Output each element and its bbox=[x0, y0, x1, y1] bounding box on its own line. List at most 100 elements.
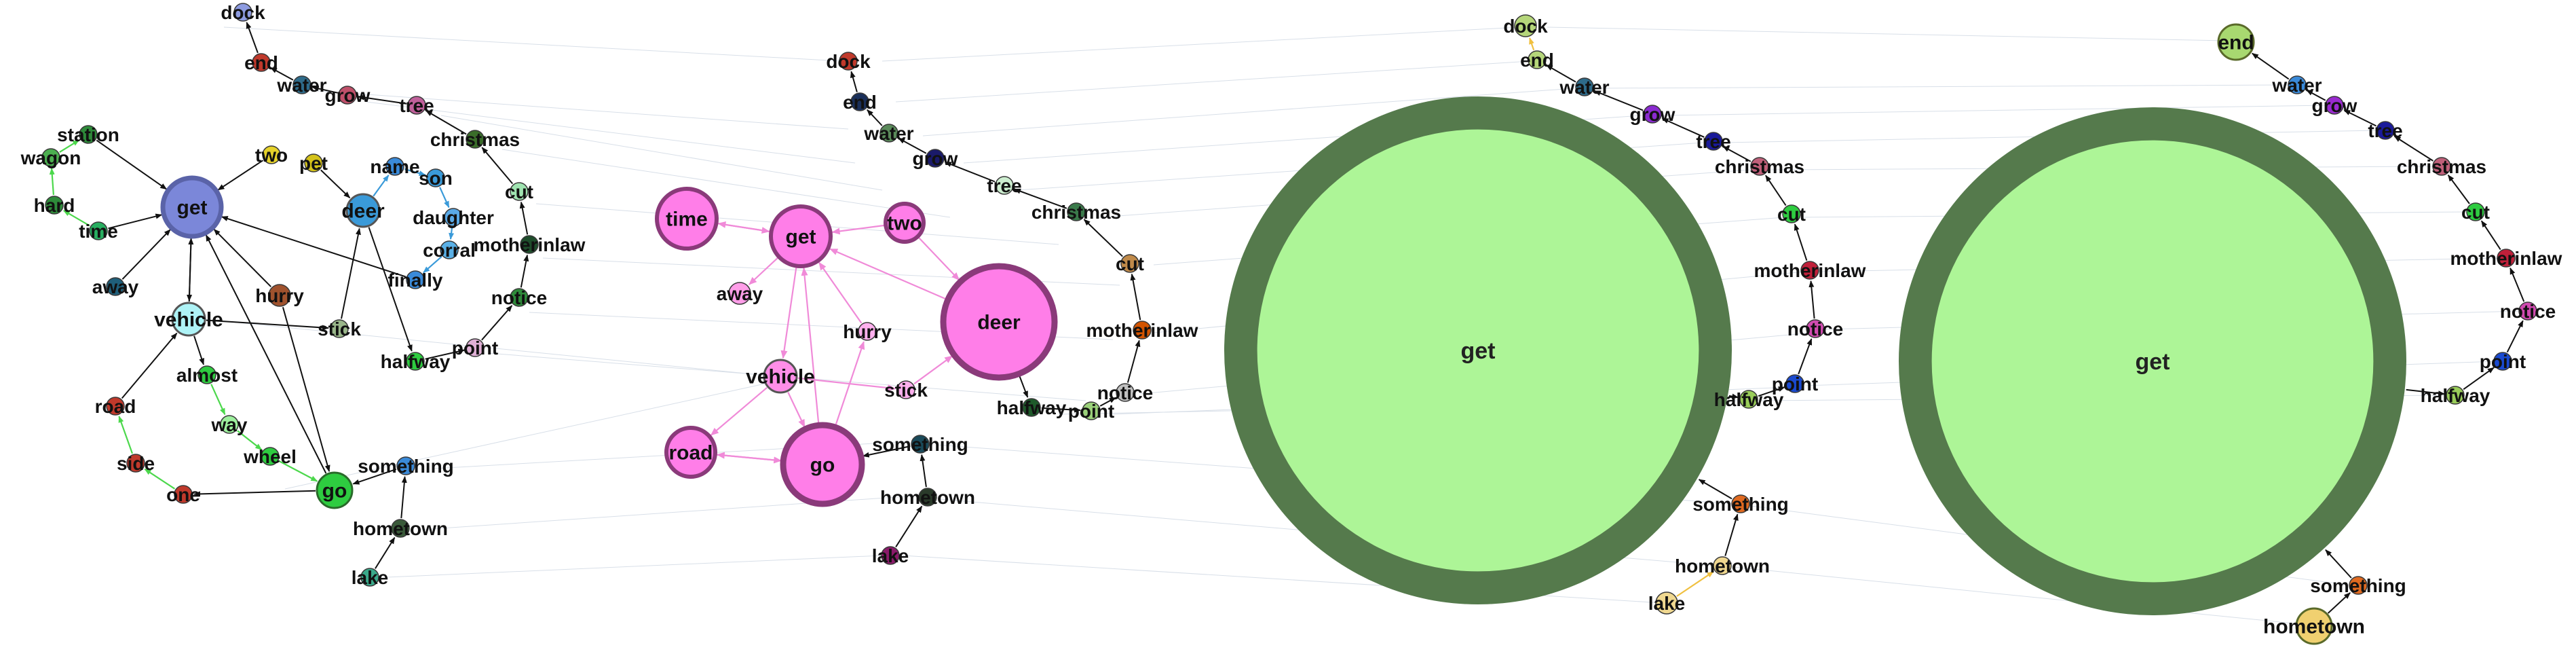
nodes bbox=[41, 3, 2537, 645]
edge-hometown-to-something bbox=[1724, 513, 1739, 556]
panel-3-node-notice bbox=[1806, 319, 1825, 338]
panel-4-label-motherinlaw: motherinlaw bbox=[2450, 248, 2562, 269]
panel-4-node-tree bbox=[2376, 121, 2395, 140]
edge-wheel-to-go bbox=[278, 460, 318, 482]
panel-3-node-tree bbox=[1704, 132, 1723, 151]
panel-2-label-grow: grow bbox=[913, 148, 958, 169]
panel-1-node-away bbox=[106, 277, 125, 296]
panel-2-label-deer: deer bbox=[977, 312, 1021, 334]
panel-1-node-water bbox=[292, 75, 311, 94]
edge-something-to-get bbox=[2325, 549, 2352, 579]
panel-1-node-wheel bbox=[261, 447, 280, 466]
panel-4-node-christmas bbox=[2432, 157, 2451, 176]
panel-1-node-end bbox=[252, 53, 271, 72]
panel-1-label-name: name bbox=[370, 156, 419, 177]
panel-2-label-road: road bbox=[668, 442, 713, 464]
panel-1-label-go: go bbox=[322, 480, 347, 503]
panel-4-label-grow: grow bbox=[2312, 95, 2357, 116]
edge-hometown-to-something bbox=[400, 475, 407, 519]
panel-1-label-dock: dock bbox=[221, 2, 265, 23]
panel-2-label-dock: dock bbox=[826, 51, 871, 72]
panel-2-node-two bbox=[884, 202, 926, 244]
panel-2-label-away: away bbox=[717, 283, 763, 304]
panel-2-label-motherinlaw: motherinlaw bbox=[1086, 320, 1198, 341]
edge-stick-to-deer bbox=[341, 227, 361, 319]
panel-4-node-something bbox=[2349, 576, 2368, 595]
background-edge bbox=[223, 26, 842, 62]
edge-tree-to-grow bbox=[2343, 109, 2376, 127]
panel-1-node-lake bbox=[360, 568, 379, 587]
panel-3-label-dock: dock bbox=[1503, 16, 1548, 37]
panel-3-label-lake: lake bbox=[1648, 593, 1686, 614]
edge-halfway-to-point bbox=[425, 348, 466, 360]
edge-one-to-side bbox=[144, 468, 176, 490]
panel-3-label-grow: grow bbox=[1630, 104, 1675, 125]
panel-1-node-road bbox=[106, 397, 125, 416]
edge-get-to-away bbox=[749, 257, 779, 285]
panel-3-label-halfway: halfway bbox=[1714, 389, 1784, 410]
panel-1-node-side bbox=[126, 454, 145, 473]
edge-hurry-to-go bbox=[282, 307, 330, 473]
panel-4-label-water: water bbox=[2271, 75, 2322, 96]
panel-2-node-tree bbox=[995, 176, 1014, 195]
panel-2-node-something bbox=[911, 435, 930, 454]
panel-2-node-christmas bbox=[1067, 202, 1086, 221]
panel-3-label-motherinlaw: motherinlaw bbox=[1754, 260, 1866, 281]
panel-1-node-station bbox=[79, 125, 98, 144]
background-edge bbox=[281, 88, 849, 130]
panel-4-node-grow bbox=[2325, 96, 2344, 115]
edge-grow-to-water bbox=[2306, 89, 2326, 101]
panel-1-node-son bbox=[426, 168, 445, 187]
panel-3-node-hometown bbox=[1713, 556, 1732, 575]
panel-1-node-almost bbox=[197, 365, 216, 384]
edge-hometown-to-something bbox=[920, 454, 927, 488]
panel-3-node-get bbox=[1224, 96, 1732, 604]
panel-1-node-vehicle bbox=[171, 302, 206, 337]
edge-cut-to-christmas bbox=[481, 147, 514, 185]
edge-go-to-get bbox=[205, 234, 327, 474]
panel-4-label-christmas: christmas bbox=[2397, 156, 2486, 177]
edges bbox=[49, 22, 2525, 614]
panel-3-label-water: water bbox=[1559, 77, 1609, 98]
panel-1-node-go bbox=[316, 471, 354, 509]
edge-point-to-notice bbox=[481, 305, 513, 341]
panel-1-label-daughter: daughter bbox=[413, 207, 494, 228]
panel-1-node-get bbox=[160, 175, 224, 239]
panel-1-node-halfway bbox=[406, 352, 425, 371]
panel-3-label-christmas: christmas bbox=[1715, 156, 1804, 177]
edge-something-to-go bbox=[352, 468, 397, 485]
panel-2-label-something: something bbox=[872, 434, 968, 455]
panel-1-node-motherinlaw bbox=[520, 235, 539, 254]
edge-name-to-son bbox=[404, 168, 426, 177]
panel-3-label-point: point bbox=[1772, 373, 1818, 395]
edge-end-to-dock bbox=[246, 22, 259, 54]
panel-2-label-water: water bbox=[863, 123, 913, 144]
edge-two-to-get bbox=[831, 224, 885, 235]
panel-1-label-almost: almost bbox=[176, 365, 238, 386]
panel-2-node-stick bbox=[896, 380, 915, 399]
panel-3-node-point bbox=[1785, 374, 1804, 393]
panel-3-node-cut bbox=[1782, 204, 1801, 223]
panel-4-label-end: end bbox=[2218, 32, 2254, 54]
panel-1-node-two bbox=[262, 145, 281, 164]
edge-christmas-to-tree bbox=[2393, 135, 2433, 162]
panel-1-label-stick: stick bbox=[318, 318, 361, 340]
edge-cut-to-christmas bbox=[2447, 174, 2470, 204]
background-edge bbox=[882, 26, 1521, 62]
panel-1-node-something bbox=[396, 456, 415, 475]
panel-1-label-finally: finally bbox=[388, 270, 443, 291]
panel-4-label-notice: notice bbox=[2500, 301, 2556, 322]
panel-2-node-time bbox=[655, 187, 719, 251]
edge-cut-to-christmas bbox=[1083, 219, 1123, 257]
edge-time-to-hard bbox=[62, 210, 90, 227]
panel-3-node-motherinlaw bbox=[1800, 261, 1819, 280]
panel-1-label-something: something bbox=[358, 456, 454, 477]
panel-2-node-point bbox=[1082, 401, 1101, 420]
panel-1-label-hurry: hurry bbox=[255, 285, 304, 306]
edge-almost-to-way bbox=[210, 384, 226, 416]
edge-time-to-get bbox=[717, 222, 770, 234]
panel-2-node-halfway bbox=[1022, 398, 1041, 417]
panel-2-label-cut: cut bbox=[1116, 253, 1144, 274]
